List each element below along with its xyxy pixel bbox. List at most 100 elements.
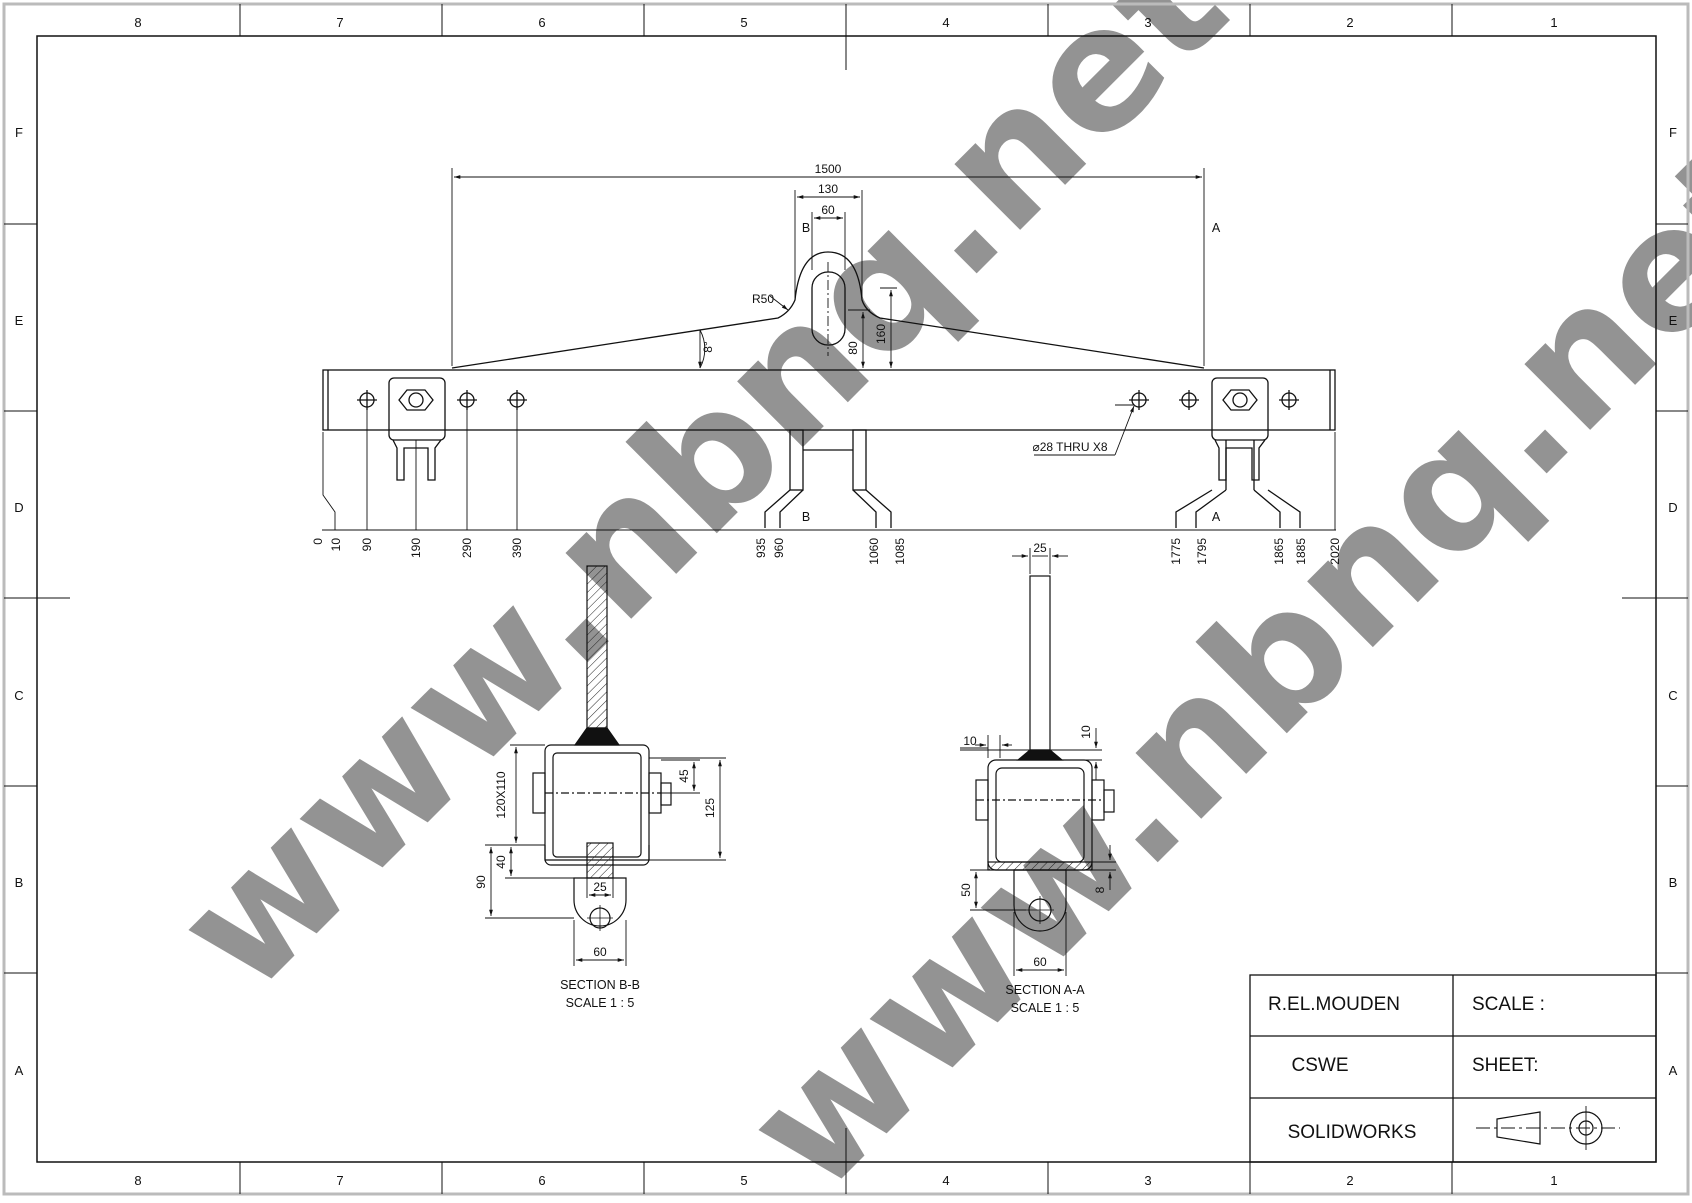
dim-slot-height: 80 xyxy=(846,341,860,355)
zone-ticks xyxy=(4,4,1688,1194)
dim-taper-angle: 8° xyxy=(701,341,715,353)
row-label: E xyxy=(1669,313,1678,328)
ordinate-label: 1885 xyxy=(1294,538,1308,565)
dim-tube-size: 120X110 xyxy=(494,771,508,818)
top-plate xyxy=(451,251,1205,369)
dim-125: 125 xyxy=(703,798,717,818)
hole-callout: ⌀28 THRU X8 xyxy=(1032,440,1107,454)
section-bb-view xyxy=(532,565,672,931)
section-bb-dimensions xyxy=(485,744,726,966)
column-label: 8 xyxy=(134,1173,141,1188)
dim-10-top: 10 xyxy=(1079,725,1093,739)
column-label: 2 xyxy=(1346,1173,1353,1188)
column-label: 3 xyxy=(1144,15,1151,30)
dim-25: 25 xyxy=(1033,541,1047,555)
hub-plate xyxy=(789,429,804,491)
dim-8: 8 xyxy=(1093,886,1107,893)
ordinate-label: 1085 xyxy=(893,538,907,565)
row-label: F xyxy=(1669,125,1677,140)
zone-labels: 8 7 6 5 4 3 2 1 8 7 6 5 4 3 2 1 F E D C … xyxy=(14,15,1677,1188)
title-block-text: R.EL.MOUDEN SCALE : CSWE SHEET: SOLIDWOR… xyxy=(1268,994,1545,1143)
projection-symbol-icon xyxy=(1476,1106,1620,1150)
nut-icon xyxy=(1222,389,1258,411)
dim-lug-height: 160 xyxy=(874,324,888,344)
lug-plate xyxy=(1029,575,1051,751)
dim-50: 50 xyxy=(959,883,973,897)
row-label: E xyxy=(15,313,24,328)
section-aa-title: SECTION A-A xyxy=(1005,983,1085,997)
dim-90: 90 xyxy=(474,875,488,889)
section-bb-text: 120X110 45 125 40 90 25 60 SECTION B-B S… xyxy=(474,769,717,1010)
ordinate-label: 935 xyxy=(754,538,768,558)
row-label: A xyxy=(1669,1063,1678,1078)
row-label: B xyxy=(1669,875,1678,890)
section-aa-scale: SCALE 1 : 5 xyxy=(1011,1001,1080,1015)
dim-slot-width: 60 xyxy=(821,203,835,217)
author-name: R.EL.MOUDEN xyxy=(1268,994,1400,1015)
organization-name: CSWE xyxy=(1292,1055,1349,1076)
ordinate-label: 90 xyxy=(360,538,374,552)
section-b-mark: B xyxy=(802,510,810,524)
ordinate-label: 10 xyxy=(329,538,343,552)
ordinate-label: 390 xyxy=(510,538,524,558)
column-label: 3 xyxy=(1144,1173,1151,1188)
column-label: 5 xyxy=(740,1173,747,1188)
column-label: 1 xyxy=(1550,1173,1557,1188)
column-label: 7 xyxy=(336,15,343,30)
dim-60: 60 xyxy=(593,945,607,959)
dim-overall-width: 1500 xyxy=(815,162,842,176)
watermark: www.nbnq.net www.nbnq.net xyxy=(139,0,1692,1203)
section-aa-text: 25 10 10 50 8 60 SECTION A-A SCALE 1 : 5 xyxy=(959,541,1107,1015)
ordinate-label: 290 xyxy=(460,538,474,558)
section-a-mark: A xyxy=(1212,221,1221,235)
dim-fillet-radius: R50 xyxy=(752,292,774,306)
column-label: 4 xyxy=(942,1173,949,1188)
nut-icon xyxy=(398,389,434,411)
lug-plate-hatched xyxy=(586,565,608,729)
ordinate-label: 1060 xyxy=(867,538,881,565)
bottom-lug xyxy=(1013,869,1067,932)
dim-lug-width: 130 xyxy=(818,182,838,196)
row-label: F xyxy=(15,125,23,140)
section-bb-title: SECTION B-B xyxy=(560,978,640,992)
ordinate-label: 1795 xyxy=(1195,538,1209,565)
section-a-mark: A xyxy=(1212,510,1221,524)
row-label: C xyxy=(1668,688,1677,703)
scale-label: SCALE : xyxy=(1472,994,1545,1015)
clevis-left xyxy=(388,377,446,441)
software-name: SOLIDWORKS xyxy=(1288,1122,1417,1143)
lifting-slot xyxy=(811,271,846,346)
section-aa-dimensions xyxy=(960,548,1116,976)
ordinate-label: 960 xyxy=(772,538,786,558)
row-label: D xyxy=(1668,500,1677,515)
row-label: B xyxy=(15,875,24,890)
sheet-label: SHEET: xyxy=(1472,1055,1539,1076)
column-label: 6 xyxy=(538,1173,545,1188)
clevis-right xyxy=(1211,377,1269,441)
row-label: C xyxy=(14,688,23,703)
ordinate-label: 1865 xyxy=(1272,538,1286,565)
hub-plate xyxy=(852,429,867,491)
column-label: 5 xyxy=(740,15,747,30)
row-label: D xyxy=(14,500,23,515)
main-dimensions xyxy=(322,168,1336,531)
column-label: 7 xyxy=(336,1173,343,1188)
column-label: 4 xyxy=(942,15,949,30)
dim-40: 40 xyxy=(494,855,508,869)
column-label: 2 xyxy=(1346,15,1353,30)
ordinate-label: 2020 xyxy=(1328,538,1342,565)
dim-10-left: 10 xyxy=(963,734,977,748)
bottom-lug xyxy=(573,877,627,927)
ordinate-label: 1775 xyxy=(1169,538,1183,565)
column-label: 1 xyxy=(1550,15,1557,30)
ordinate-label: 0 xyxy=(311,538,325,545)
beam-body xyxy=(322,369,1336,431)
column-label: 6 xyxy=(538,15,545,30)
section-bb-scale: SCALE 1 : 5 xyxy=(566,996,635,1010)
section-b-mark: B xyxy=(802,221,810,235)
dim-60: 60 xyxy=(1033,955,1047,969)
holes xyxy=(357,390,1299,410)
row-label: A xyxy=(15,1063,24,1078)
